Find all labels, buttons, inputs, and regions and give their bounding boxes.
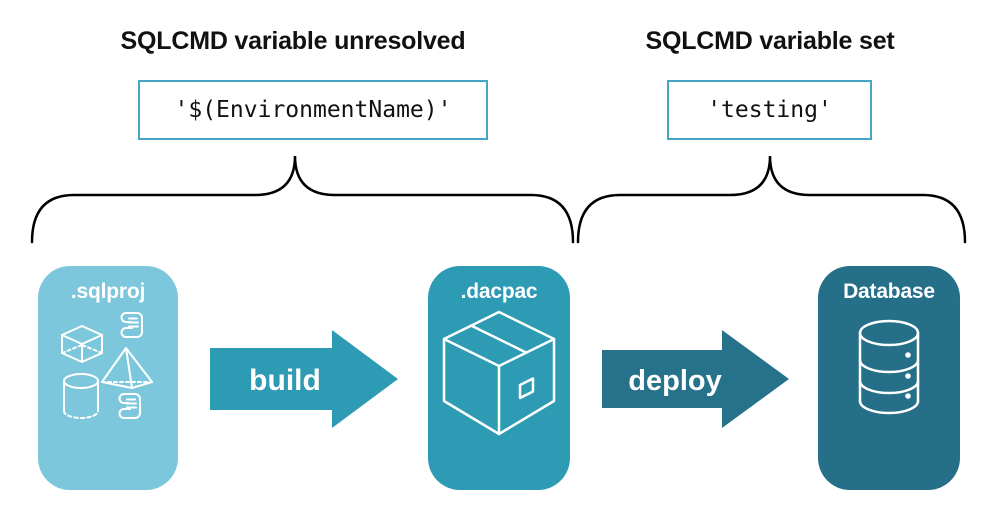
deploy-arrow-label: deploy [628,365,721,397]
cube-icon [61,325,103,363]
scroll-icon [118,393,141,419]
unresolved-variable-box: '$(EnvironmentName)' [138,80,488,140]
build-arrow-label: build [249,364,321,397]
sql-objects-icon [61,312,153,419]
cylinder-icon [63,373,99,419]
deploy-arrow-shape [602,330,789,428]
database-icon [858,319,920,415]
left-curly-brace-icon [30,155,575,244]
unresolved-variable-value: '$(EnvironmentName)' [174,97,452,123]
resolved-variable-value: 'testing' [707,97,832,123]
sqlproj-node-label: .sqlproj [70,280,146,303]
dacpac-node: .dacpac [428,266,570,490]
database-node: Database [818,266,960,490]
scroll-icon [120,312,143,338]
right-curly-brace-icon [576,155,967,244]
resolved-variable-box: 'testing' [667,80,872,140]
deploy-arrow: deploy [602,330,789,428]
database-node-label: Database [843,280,935,303]
left-heading: SQLCMD variable unresolved [120,26,466,55]
sqlproj-node: .sqlproj [38,266,178,490]
build-arrow-shape [210,330,398,428]
build-arrow: build [210,330,398,428]
right-heading: SQLCMD variable set [645,26,895,55]
package-icon [442,310,556,436]
dacpac-node-label: .dacpac [460,280,538,303]
pyramid-icon [101,347,153,389]
